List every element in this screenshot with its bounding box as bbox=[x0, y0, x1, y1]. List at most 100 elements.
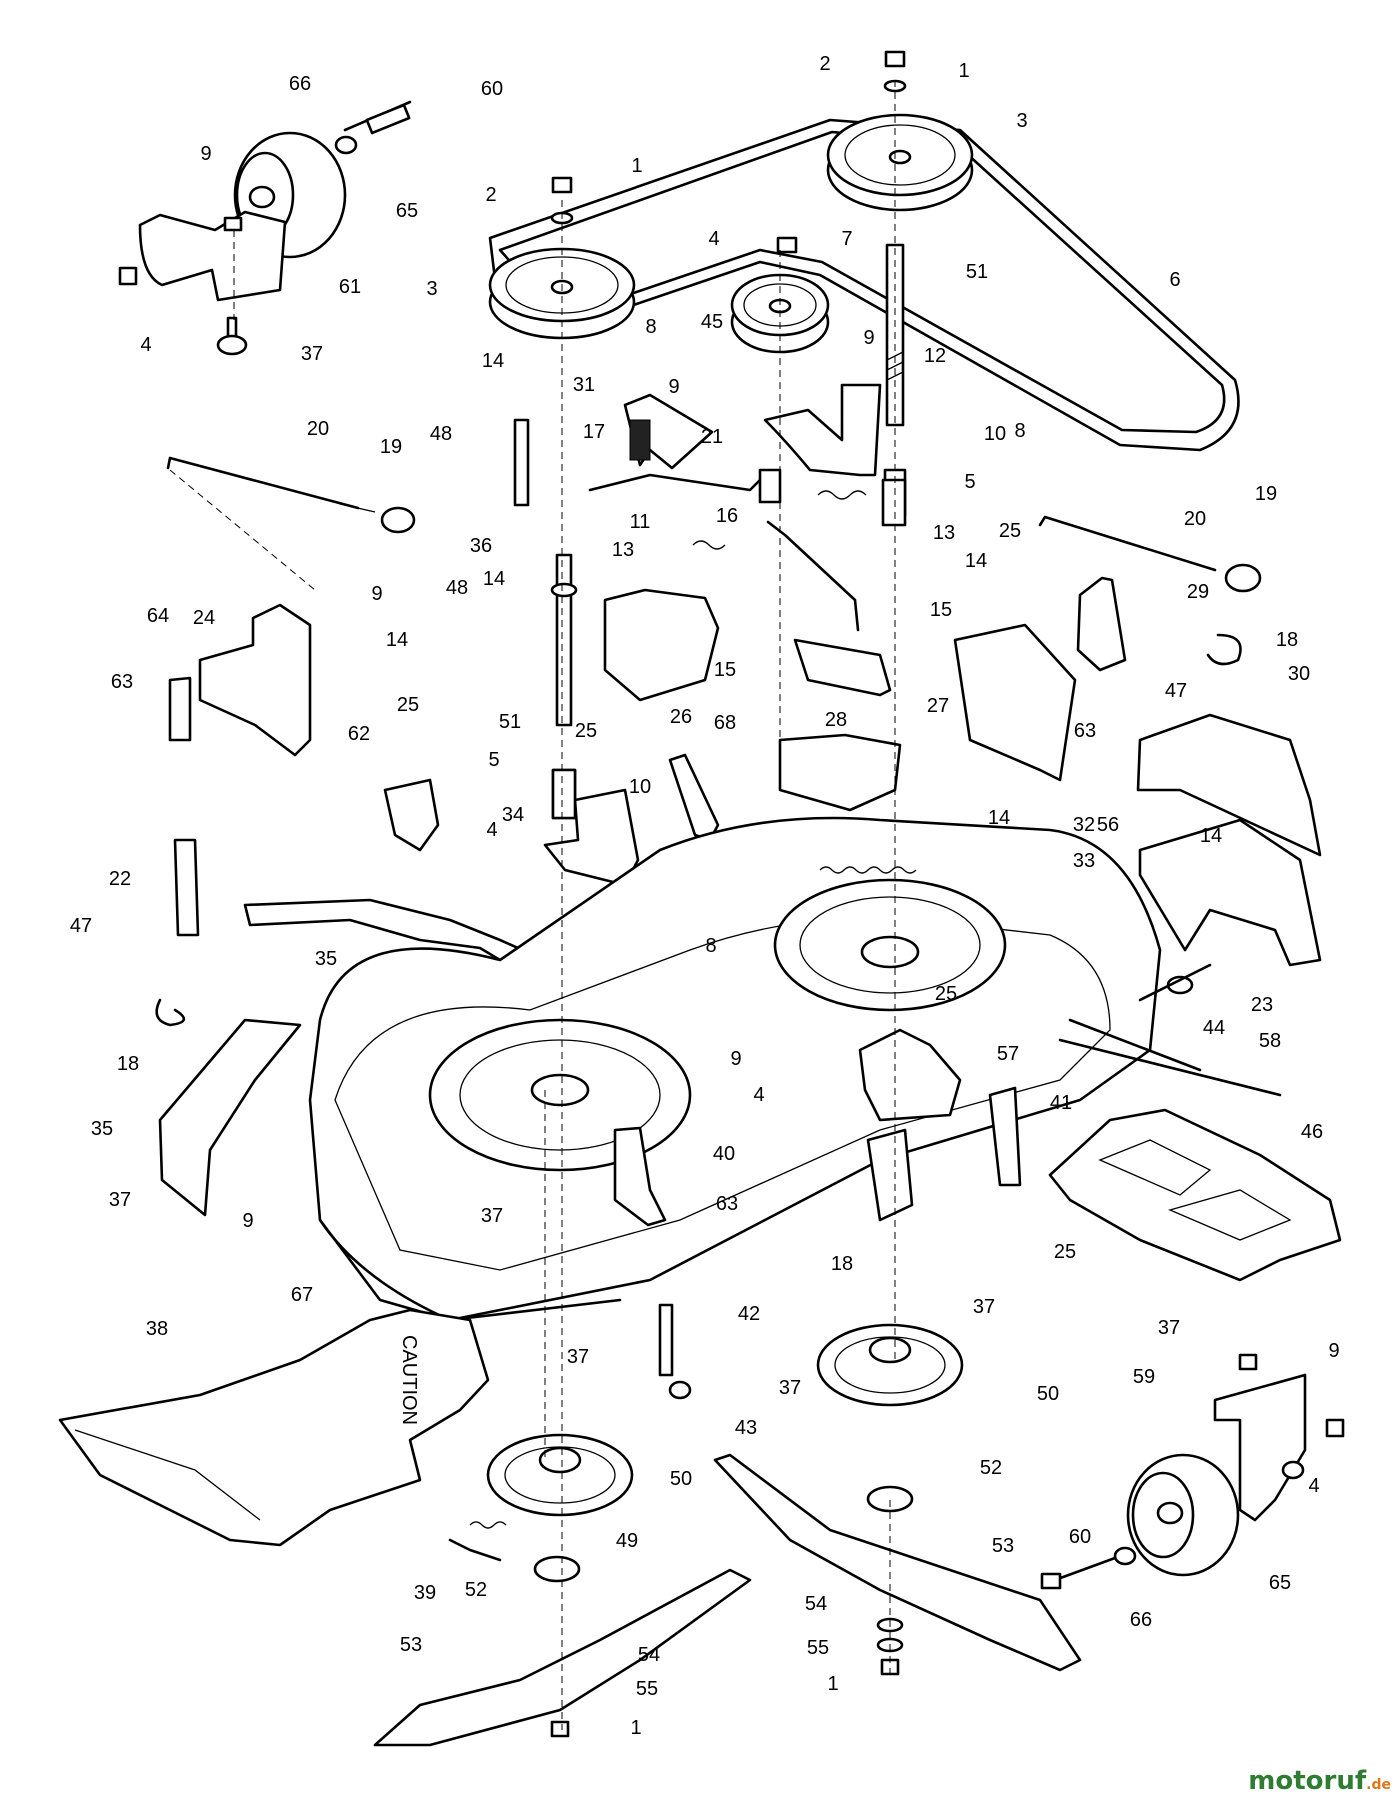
callout-25: 25 bbox=[999, 520, 1021, 542]
callout-1: 1 bbox=[631, 155, 642, 177]
callout-44: 44 bbox=[1203, 1017, 1225, 1039]
callout-21: 21 bbox=[701, 426, 723, 448]
callout-37: 37 bbox=[779, 1377, 801, 1399]
callout-36: 36 bbox=[470, 535, 492, 557]
callout-4: 4 bbox=[708, 228, 719, 250]
callout-37: 37 bbox=[109, 1189, 131, 1211]
callout-55: 55 bbox=[636, 1678, 658, 1700]
callout-25: 25 bbox=[397, 694, 419, 716]
callout-37: 37 bbox=[301, 343, 323, 365]
callout-62: 62 bbox=[348, 723, 370, 745]
callout-64: 64 bbox=[147, 605, 169, 627]
callout-37: 37 bbox=[567, 1346, 589, 1368]
callout-30: 30 bbox=[1288, 663, 1310, 685]
callout-9: 9 bbox=[1328, 1340, 1339, 1362]
spindle-housings bbox=[486, 1323, 964, 1517]
drive-belt bbox=[488, 118, 1240, 452]
mower-blades bbox=[373, 1453, 1082, 1747]
callout-45: 45 bbox=[701, 311, 723, 333]
callout-4: 4 bbox=[486, 819, 497, 841]
callout-52: 52 bbox=[980, 1457, 1002, 1479]
callout-10: 10 bbox=[629, 776, 651, 798]
callout-1: 1 bbox=[958, 60, 969, 82]
callout-13: 13 bbox=[612, 539, 634, 561]
callout-61: 61 bbox=[339, 276, 361, 298]
right-pulley bbox=[826, 113, 974, 212]
callout-20: 20 bbox=[307, 418, 329, 440]
gauge-wheel-bottom-right bbox=[1040, 1453, 1240, 1590]
callout-32: 32 bbox=[1073, 814, 1095, 836]
callout-51: 51 bbox=[499, 711, 521, 733]
callout-15: 15 bbox=[930, 599, 952, 621]
callout-2: 2 bbox=[485, 184, 496, 206]
callout-47: 47 bbox=[70, 915, 92, 937]
callout-63: 63 bbox=[111, 671, 133, 693]
callout-2: 2 bbox=[819, 53, 830, 75]
callout-37: 37 bbox=[973, 1296, 995, 1318]
callout-15: 15 bbox=[714, 659, 736, 681]
callout-38: 38 bbox=[146, 1318, 168, 1340]
callout-16: 16 bbox=[716, 505, 738, 527]
callout-20: 20 bbox=[1184, 508, 1206, 530]
callout-28: 28 bbox=[825, 709, 847, 731]
callout-8: 8 bbox=[705, 935, 716, 957]
callout-1: 1 bbox=[827, 1673, 838, 1695]
callout-8: 8 bbox=[1014, 420, 1025, 442]
callout-12: 12 bbox=[924, 345, 946, 367]
callout-9: 9 bbox=[668, 376, 679, 398]
callout-31: 31 bbox=[573, 374, 595, 396]
callout-51: 51 bbox=[966, 261, 988, 283]
callout-25: 25 bbox=[935, 983, 957, 1005]
callout-4: 4 bbox=[753, 1084, 764, 1106]
callout-65: 65 bbox=[396, 200, 418, 222]
callout-53: 53 bbox=[992, 1535, 1014, 1557]
wheel-bracket-bottom-right bbox=[1213, 1353, 1345, 1522]
callout-47: 47 bbox=[1165, 680, 1187, 702]
callout-14: 14 bbox=[965, 550, 987, 572]
deck-side-parts bbox=[613, 963, 1342, 1400]
callout-35: 35 bbox=[91, 1118, 113, 1140]
watermark-main: motoruf bbox=[1248, 1766, 1367, 1796]
callout-43: 43 bbox=[735, 1417, 757, 1439]
callout-52: 52 bbox=[465, 1579, 487, 1601]
callout-63: 63 bbox=[1074, 720, 1096, 742]
callout-57: 57 bbox=[997, 1043, 1019, 1065]
callout-29: 29 bbox=[1187, 581, 1209, 603]
callout-33: 33 bbox=[1073, 850, 1095, 872]
callout-60: 60 bbox=[1069, 1526, 1091, 1548]
callout-9: 9 bbox=[730, 1048, 741, 1070]
callout-19: 19 bbox=[1255, 483, 1277, 505]
callout-27: 27 bbox=[927, 695, 949, 717]
callout-37: 37 bbox=[1158, 1317, 1180, 1339]
assembly-lines bbox=[169, 80, 896, 1730]
callout-25: 25 bbox=[1054, 1241, 1076, 1263]
callout-48: 48 bbox=[430, 423, 452, 445]
callout-4: 4 bbox=[1308, 1475, 1319, 1497]
watermark: motoruf.de bbox=[1248, 1766, 1391, 1796]
callout-58: 58 bbox=[1259, 1030, 1281, 1052]
callout-63: 63 bbox=[716, 1193, 738, 1215]
callout-24: 24 bbox=[193, 607, 215, 629]
callout-50: 50 bbox=[670, 1468, 692, 1490]
callout-11: 11 bbox=[630, 511, 651, 533]
callout-6: 6 bbox=[1169, 269, 1180, 291]
callout-14: 14 bbox=[386, 629, 408, 651]
caution-sticker: CAUTION bbox=[398, 1335, 420, 1425]
callout-54: 54 bbox=[805, 1593, 827, 1615]
callout-7: 7 bbox=[841, 228, 852, 250]
callout-26: 26 bbox=[670, 706, 692, 728]
callout-23: 23 bbox=[1251, 994, 1273, 1016]
callout-22: 22 bbox=[109, 868, 131, 890]
callout-5: 5 bbox=[488, 749, 499, 771]
callout-41: 41 bbox=[1050, 1092, 1072, 1114]
callout-54: 54 bbox=[638, 1644, 660, 1666]
callout-40: 40 bbox=[713, 1143, 735, 1165]
callout-14: 14 bbox=[988, 807, 1010, 829]
callout-48: 48 bbox=[446, 577, 468, 599]
callout-67: 67 bbox=[291, 1284, 313, 1306]
callout-46: 46 bbox=[1301, 1121, 1323, 1143]
callout-65: 65 bbox=[1269, 1572, 1291, 1594]
callout-34: 34 bbox=[502, 804, 524, 826]
callout-14: 14 bbox=[482, 350, 504, 372]
